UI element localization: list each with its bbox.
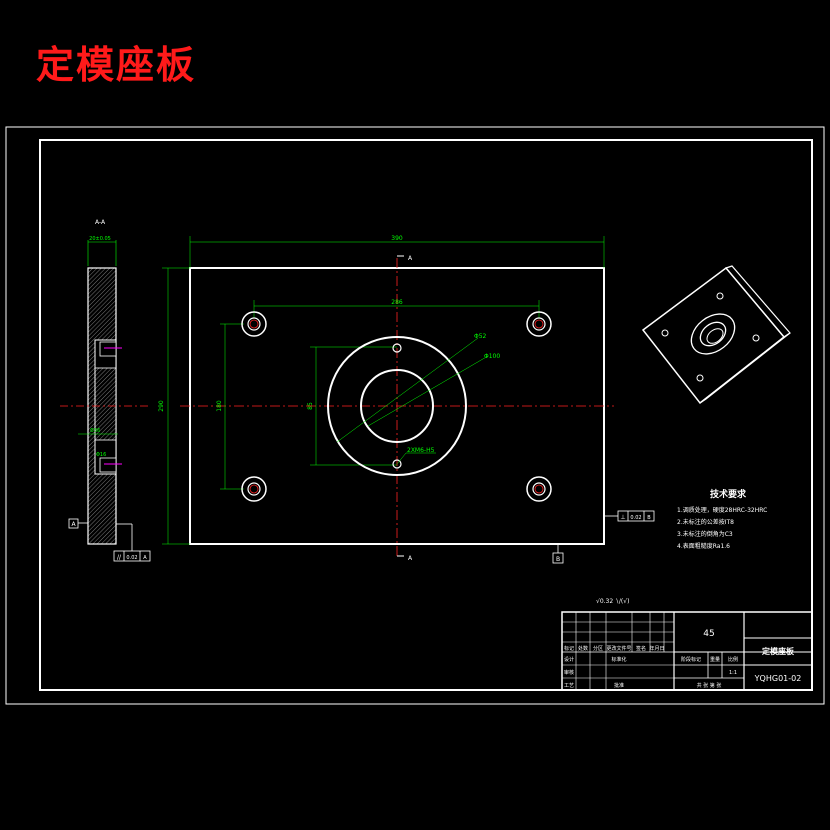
title-block: 标记 处数 分区 更改文件号 签名 年月日 设计 审核 工艺 标准化 批准 45… [561, 611, 813, 691]
svg-text:0.02: 0.02 [126, 555, 137, 561]
dim-overall-height: 290 [158, 400, 165, 412]
tech-item: 1.调质处理，硬度28HRC-32HRC [677, 506, 767, 514]
svg-text:重量: 重量 [710, 656, 720, 663]
svg-text://: // [117, 554, 122, 561]
svg-text:标记: 标记 [564, 645, 574, 652]
section-label: A-A [95, 219, 106, 226]
bolt-hole-bl [241, 476, 267, 502]
drawing-number: YQHG01-02 [754, 674, 802, 683]
screw-hole-top [392, 343, 402, 353]
scale-value: 1:1 [729, 670, 737, 676]
svg-text:B: B [647, 515, 651, 521]
material: 45 [703, 629, 714, 639]
svg-text:分区: 分区 [593, 645, 603, 652]
dim-inner-height: 85 [307, 402, 314, 410]
page-title: 定模座板 [36, 42, 197, 87]
svg-text:审核: 审核 [564, 669, 574, 676]
perpendicularity-frame [617, 510, 655, 522]
section-view: A-A 20±0.05 Φ36 Φ16 A // 0.02 A [60, 219, 151, 562]
svg-text:更改文件号: 更改文件号 [606, 645, 631, 652]
datum-b: B [556, 556, 560, 563]
outer-ring [327, 336, 467, 476]
plan-view: 390 290 286 180 85 Φ52 Φ100 2XM6-H5 [158, 235, 655, 564]
outer-frame [5, 126, 825, 705]
svg-text:工艺: 工艺 [564, 683, 574, 689]
section-dim-2: Φ16 [96, 452, 106, 458]
tech-heading: 技术要求 [710, 488, 747, 500]
svg-text:批准: 批准 [614, 682, 624, 689]
dim-hole-spacing-y: 180 [216, 400, 223, 412]
tech-item: 3.未标注的倒角为C3 [677, 530, 733, 538]
tech-requirements: 技术要求 1.调质处理，硬度28HRC-32HRC 2.未标注的公差按IT8 3… [677, 488, 767, 550]
dim-screw-holes: 2XM6-H5 [407, 447, 435, 454]
section-marker-bottom: A [408, 555, 413, 562]
tech-item: 4.表面粗糙度Ra1.6 [677, 542, 730, 550]
svg-text:设计: 设计 [564, 656, 574, 663]
screw-hole-bottom [392, 459, 402, 469]
dim-dia-large: Φ100 [484, 353, 500, 360]
bolt-hole-tl [241, 311, 267, 337]
parallelism-frame [113, 550, 151, 562]
svg-text:0.02: 0.02 [630, 515, 641, 521]
svg-text:⊥: ⊥ [620, 514, 625, 521]
svg-text:比例: 比例 [728, 656, 738, 663]
datum-a: A [71, 521, 76, 528]
svg-text:年月日: 年月日 [649, 645, 664, 652]
section-dim-1: Φ36 [90, 428, 100, 434]
part-name: 定模座板 [761, 646, 795, 656]
svg-text:阶段标记: 阶段标记 [681, 656, 701, 663]
roughness-symbol: √0.32 ∖/(√) [596, 598, 629, 605]
svg-text:标准化: 标准化 [611, 656, 626, 663]
svg-text:A: A [143, 555, 147, 561]
dim-overall-width: 390 [391, 235, 403, 242]
datum-a-box [68, 518, 79, 529]
dim-dia-small: Φ52 [474, 333, 487, 340]
inner-bore [360, 369, 434, 443]
section-marker-top: A [408, 255, 413, 262]
svg-text:共 张 第 张: 共 张 第 张 [697, 682, 722, 689]
tech-item: 2.未标注的公差按IT8 [677, 518, 734, 526]
svg-text:处数: 处数 [578, 645, 588, 652]
drawing-border [39, 139, 813, 691]
dim-hole-spacing-x: 286 [391, 299, 403, 306]
section-width-dim: 20±0.05 [89, 236, 111, 242]
svg-text:签名: 签名 [636, 645, 646, 652]
datum-b-box [552, 552, 564, 564]
bolt-hole-tr [526, 311, 552, 337]
bolt-hole-br [526, 476, 552, 502]
isometric-view [641, 265, 791, 405]
